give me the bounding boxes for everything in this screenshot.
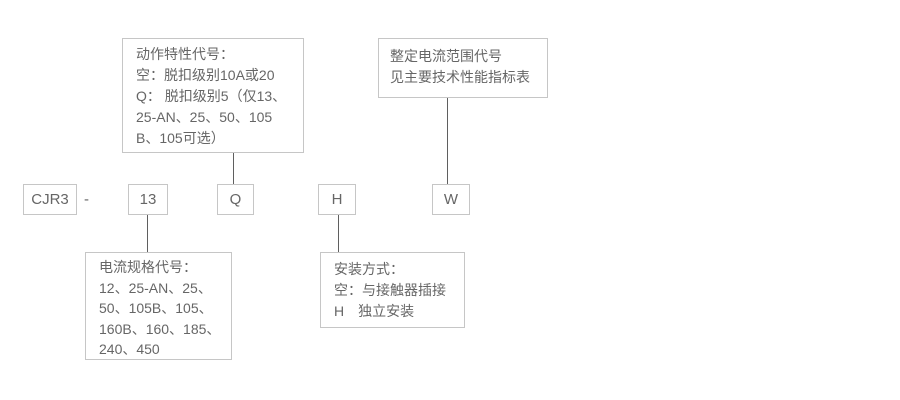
callout-range-line: 整定电流范围代号 [390, 48, 502, 64]
callout-mounting: 安装方式： 空：与接触器插接 H 独立安装 [320, 252, 465, 328]
callout-current-line: 240、450 [99, 341, 160, 357]
callout-current-line: 160B、160、185、 [99, 320, 221, 337]
code-separator-dash: - [84, 191, 89, 208]
code-box-current-range: W [432, 184, 470, 215]
callout-current-spec: 电流规格代号： 12、25-AN、25、 50、105B、105、 160B、1… [85, 252, 232, 360]
connector-13-to-current [147, 215, 148, 252]
callout-current-range: 整定电流范围代号 见主要技术性能指标表 [378, 38, 548, 98]
code-box-mounting: H [318, 184, 356, 215]
callout-action-line: Q： 脱扣级别5（仅13、 [136, 88, 287, 104]
callout-action-characteristic: 动作特性代号： 空：脱扣级别10A或20 Q： 脱扣级别5（仅13、 25-AN… [122, 38, 304, 153]
callout-action-line: 空：脱扣级别10A或20 [136, 67, 275, 83]
callout-mounting-line: H 独立安装 [334, 303, 415, 319]
code-box-action-characteristic: Q [217, 184, 254, 215]
callout-mounting-line: 空：与接触器插接 [334, 282, 446, 298]
callout-range-line: 见主要技术性能指标表 [390, 69, 530, 85]
connector-h-to-mounting [338, 215, 339, 252]
callout-current-line: 50、105B、105、 [99, 300, 213, 316]
connector-range-to-w [447, 98, 448, 184]
callout-action-line: B、105可选） [136, 130, 225, 146]
callout-action-line: 25-AN、25、50、105 [136, 109, 273, 125]
callout-action-line: 动作特性代号： [136, 46, 234, 62]
callout-mounting-line: 安装方式： [334, 261, 404, 277]
connector-action-to-q [233, 153, 234, 184]
callout-current-line: 12、25-AN、25、 [99, 279, 212, 296]
callout-current-line: 电流规格代号： [99, 259, 197, 275]
code-box-prefix: CJR3 [23, 184, 77, 215]
code-box-current-spec: 13 [128, 184, 168, 215]
